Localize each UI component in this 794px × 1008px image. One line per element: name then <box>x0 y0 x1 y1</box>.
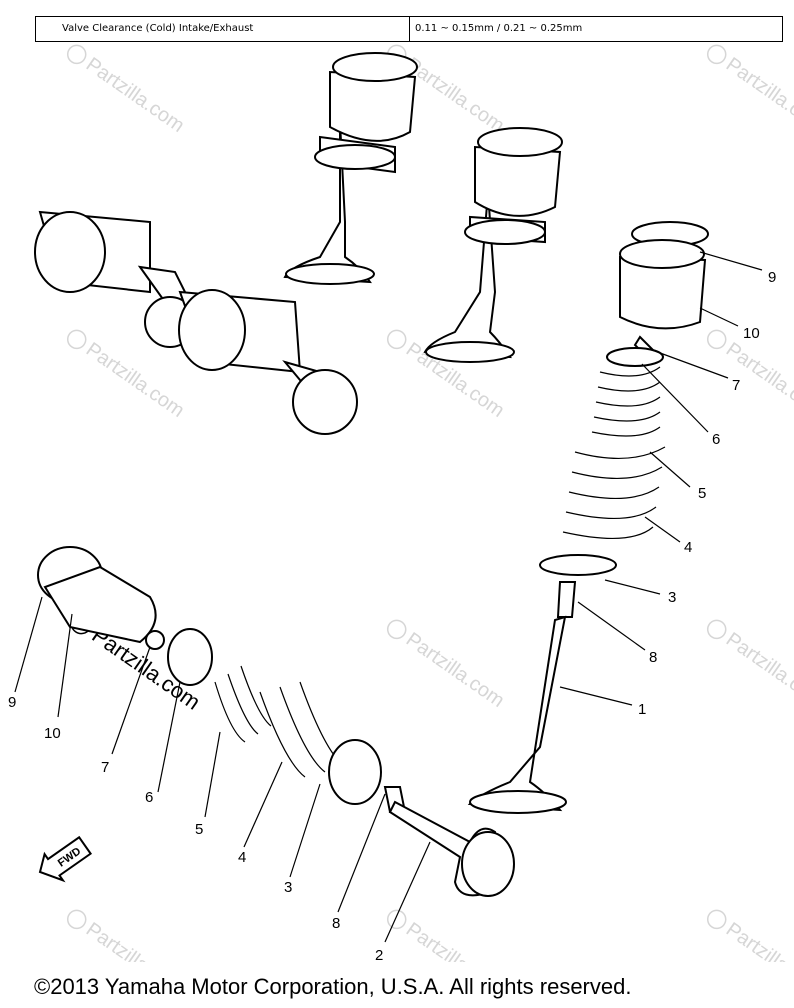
callout-8-left: 8 <box>332 915 340 932</box>
seat-3-left <box>328 739 382 805</box>
callout-10-left: 10 <box>44 725 61 742</box>
copyright-footer: ©2013 Yamaha Motor Corporation, U.S.A. A… <box>34 974 632 999</box>
callout-3-left: 3 <box>284 879 292 896</box>
callout-7-right: 7 <box>732 377 740 394</box>
svg-text:Partzilla.com: Partzilla.com <box>722 53 794 137</box>
lower-left-valve-stack <box>37 546 515 897</box>
callout-7-left: 7 <box>101 759 109 776</box>
watermark: Partzilla.com <box>386 619 508 712</box>
callout-5-left: 5 <box>195 821 203 838</box>
callout-9-right: 9 <box>768 269 776 286</box>
lifter-10-left <box>43 565 157 644</box>
svg-text:Partzilla.com: Partzilla.com <box>82 338 188 422</box>
callout-10-right: 10 <box>743 325 760 342</box>
callout-2-left: 2 <box>375 947 383 962</box>
seal-8-right <box>556 581 577 618</box>
watermark: Partzilla.com <box>706 619 794 712</box>
spec-label: Valve Clearance (Cold) Intake/Exhaust <box>36 17 410 41</box>
watermark: Partzilla.com <box>66 44 188 137</box>
svg-text:Partzilla.com: Partzilla.com <box>402 918 508 962</box>
callout-6-right: 6 <box>712 431 720 448</box>
callout-5-right: 5 <box>698 485 706 502</box>
callout-4-right: 4 <box>684 539 692 556</box>
watermark: Partzilla.com <box>706 44 794 137</box>
cotter-7-left <box>145 630 165 650</box>
callout-3-right: 3 <box>668 589 676 606</box>
callout-9-left: 9 <box>8 694 16 711</box>
callout-8-right: 8 <box>649 649 657 666</box>
top-right-valve-assembly <box>423 127 563 363</box>
callout-1-right: 1 <box>638 701 646 718</box>
svg-text:Partzilla.com: Partzilla.com <box>82 53 188 137</box>
retainer-6-left <box>167 628 213 686</box>
right-valve-stack <box>467 221 709 814</box>
spec-value: 0.11 ~ 0.15mm / 0.21 ~ 0.25mm <box>415 23 583 34</box>
svg-text:Partzilla.com: Partzilla.com <box>402 628 508 712</box>
watermark: Partzilla.com <box>706 909 794 962</box>
valve-1-right <box>467 615 567 812</box>
retainer-6-right <box>606 347 664 367</box>
callout-6-left: 6 <box>145 789 153 806</box>
top-valve-assembly <box>283 52 418 285</box>
valve-clearance-spec-table: Valve Clearance (Cold) Intake/Exhaust 0.… <box>35 16 783 42</box>
watermark: Partzilla.com <box>66 909 188 962</box>
svg-text:Partzilla.com: Partzilla.com <box>722 628 794 712</box>
spring-5-left <box>214 665 272 743</box>
svg-text:Partzilla.com: Partzilla.com <box>82 918 188 962</box>
seat-3-right <box>539 554 617 576</box>
fwd-arrow: FWD <box>38 835 93 883</box>
svg-text:Partzilla.com: Partzilla.com <box>722 918 794 962</box>
watermark: Partzilla.com <box>386 909 508 962</box>
callout-4-left: 4 <box>238 849 246 866</box>
valve-exploded-diagram: Partzilla.com Partzilla.com Partzilla.co… <box>8 44 794 962</box>
left-horizontal-valve-assembly <box>34 210 358 435</box>
spring-5-right <box>591 366 661 437</box>
lifter-10-right <box>619 255 707 330</box>
spring-4-right <box>562 446 666 539</box>
callout-leaders <box>14 251 763 943</box>
